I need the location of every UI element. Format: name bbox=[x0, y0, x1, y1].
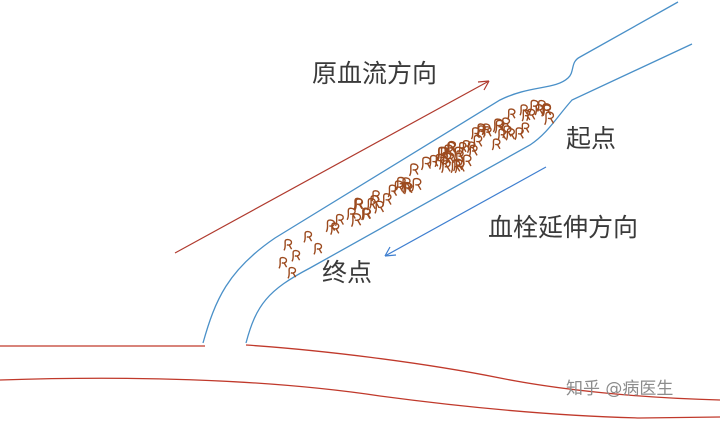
clot-mark bbox=[450, 159, 461, 174]
clot-mark bbox=[519, 104, 528, 116]
clot-mark bbox=[491, 138, 501, 151]
clot-mark bbox=[420, 156, 432, 171]
branch-vessel-upper-wall bbox=[202, 1, 679, 344]
clot-mark bbox=[470, 127, 481, 140]
clot-mark bbox=[468, 144, 478, 158]
clot-mark bbox=[371, 190, 380, 202]
original-flow-arrow bbox=[174, 80, 490, 254]
main-vessel-lower-wall bbox=[0, 377, 720, 419]
clot-mark bbox=[411, 177, 422, 192]
clot-mark bbox=[283, 238, 293, 251]
clot-mark bbox=[325, 219, 336, 233]
clot-mark bbox=[544, 111, 555, 126]
clot-mark bbox=[534, 103, 544, 116]
clot-mark bbox=[362, 208, 372, 221]
clot-mark bbox=[497, 128, 507, 141]
clot-mark bbox=[438, 156, 449, 170]
main-vessel-upper-wall-right bbox=[245, 344, 720, 401]
clot-mark bbox=[350, 213, 362, 228]
clot-mark bbox=[291, 249, 301, 262]
clot-mark bbox=[526, 108, 536, 122]
extension-arrowhead bbox=[384, 246, 397, 257]
clot-mark bbox=[334, 213, 344, 227]
branch-vessel-lower-wall bbox=[245, 43, 693, 344]
clot-mark bbox=[506, 108, 516, 120]
clot-mark bbox=[542, 104, 552, 117]
clot-mark bbox=[461, 139, 471, 152]
clot-mark bbox=[287, 266, 297, 279]
clot-mark bbox=[313, 242, 323, 255]
label-start-point: 起点 bbox=[566, 124, 617, 153]
thrombus-cluster bbox=[278, 99, 555, 279]
clot-mark bbox=[354, 198, 364, 211]
clot-mark bbox=[454, 159, 465, 174]
clot-mark bbox=[505, 127, 515, 141]
clot-mark bbox=[393, 180, 404, 194]
label-extension-direction: 血栓延伸方向 bbox=[488, 213, 639, 242]
clot-mark bbox=[395, 176, 406, 191]
clot-mark bbox=[446, 141, 456, 154]
clot-mark bbox=[481, 123, 491, 136]
clot-mark bbox=[381, 193, 392, 207]
clot-mark bbox=[428, 154, 439, 168]
clot-mark bbox=[278, 256, 288, 269]
original-flow-arrowhead bbox=[477, 80, 490, 91]
extension-arrow bbox=[384, 166, 547, 257]
clot-mark bbox=[303, 230, 313, 243]
clot-mark bbox=[403, 182, 413, 195]
clot-mark bbox=[453, 146, 464, 161]
clot-mark bbox=[330, 222, 340, 235]
clot-mark bbox=[436, 146, 448, 161]
clot-mark bbox=[408, 163, 419, 177]
clot-mark bbox=[346, 207, 356, 221]
watermark: 知乎 @病医生 bbox=[566, 379, 674, 399]
label-end-point: 终点 bbox=[322, 258, 373, 287]
clot-mark bbox=[366, 197, 376, 211]
clot-mark bbox=[458, 141, 467, 154]
clot-mark bbox=[374, 200, 385, 214]
clot-mark bbox=[514, 127, 524, 141]
label-original-flow: 原血流方向 bbox=[312, 59, 438, 88]
